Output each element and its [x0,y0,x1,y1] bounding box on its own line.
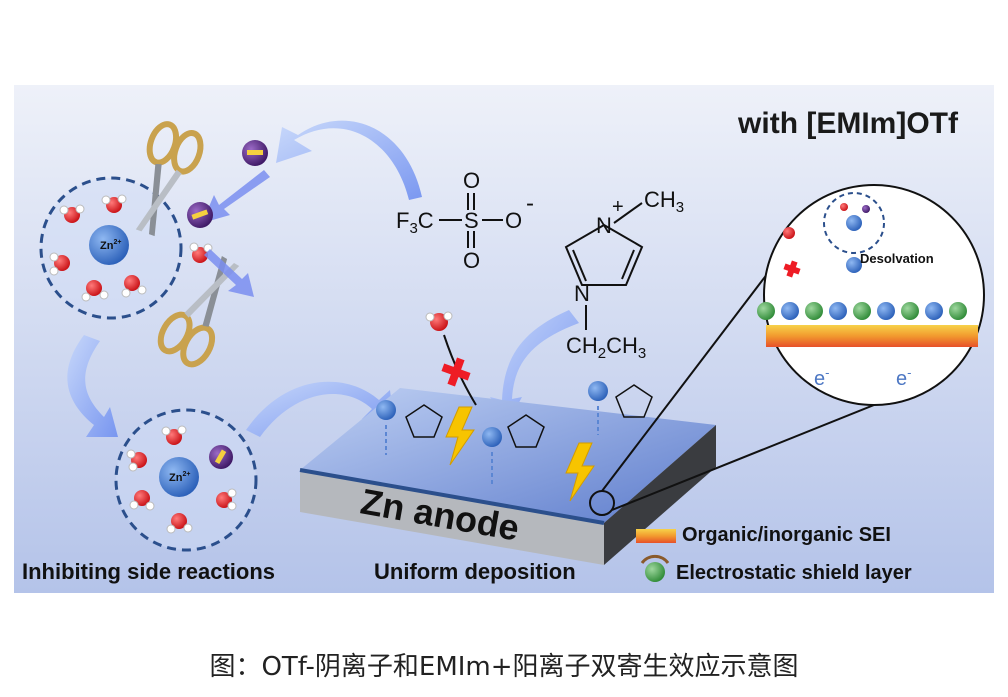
arrow-cation-to-anode [490,310,579,423]
arrow-down-left [67,335,118,437]
svg-text:O: O [463,168,480,193]
arrow-anion-to-cut [276,120,422,200]
svg-text:N: N [596,213,612,238]
blocked-x-icon [783,260,801,278]
svg-text:e-: e- [896,365,911,390]
figure-title: with [EMIm]OTf [737,107,959,140]
arrow-circle-to-anode [246,381,394,437]
sei-legend-swatch [636,529,676,543]
lightning-icon [565,442,595,502]
zn-anode-slab: Zn anode [299,388,716,565]
zinc-ion-ball [159,457,199,497]
zinc-ion-ball [89,225,129,265]
label-inhibiting: Inhibiting side reactions [22,559,275,584]
zoom-inset: Desolvation e- e- [757,184,985,406]
deposition-ions [376,381,653,485]
otf-anion-structure: F3C S O - O O [396,168,534,273]
mechanism-figure: with [EMIm]OTf Zn2+ [14,85,994,593]
shield-legend-icon [645,562,665,582]
solvation-sheath-bottom: Zn2+ [114,408,258,552]
svg-text:F3C: F3C [396,208,434,237]
svg-text:S: S [464,208,479,233]
svg-text:+: + [612,196,624,218]
scissors-icon [135,121,204,237]
legend-shield-label: Electrostatic shield layer [676,562,912,584]
flow-arrows [67,120,579,437]
svg-text:N: N [574,281,590,306]
solvation-sheath-top: Zn2+ [39,176,213,320]
lightning-icon [445,406,475,466]
svg-text:CH3: CH3 [644,187,684,216]
blocked-x-icon [441,357,471,387]
label-uniform: Uniform deposition [374,559,576,584]
svg-text:Zn2+: Zn2+ [169,471,190,484]
water-molecules-top [49,194,213,302]
emim-cation-structure: N + CH3 N CH2CH3 [564,187,684,362]
svg-text:O: O [463,248,480,273]
figure-caption: 图：OTf-阴离子和EMIm+阳离子双寄生效应示意图 [209,652,799,682]
sei-layer [766,325,978,347]
svg-text:Zn2+: Zn2+ [100,239,121,252]
svg-text:e-: e- [814,365,829,390]
svg-text:O: O [505,208,522,233]
legend: Organic/inorganic SEI Electrostatic shie… [636,524,912,584]
svg-text:-: - [526,190,534,217]
blocked-water [425,311,477,406]
svg-text:CH2CH3: CH2CH3 [566,333,646,362]
scissors-icon [157,256,240,368]
legend-sei-label: Organic/inorganic SEI [682,524,891,546]
desolvation-label: Desolvation [860,251,934,266]
otf-anion-balls [187,140,270,297]
electrostatic-shield-row [757,302,967,320]
